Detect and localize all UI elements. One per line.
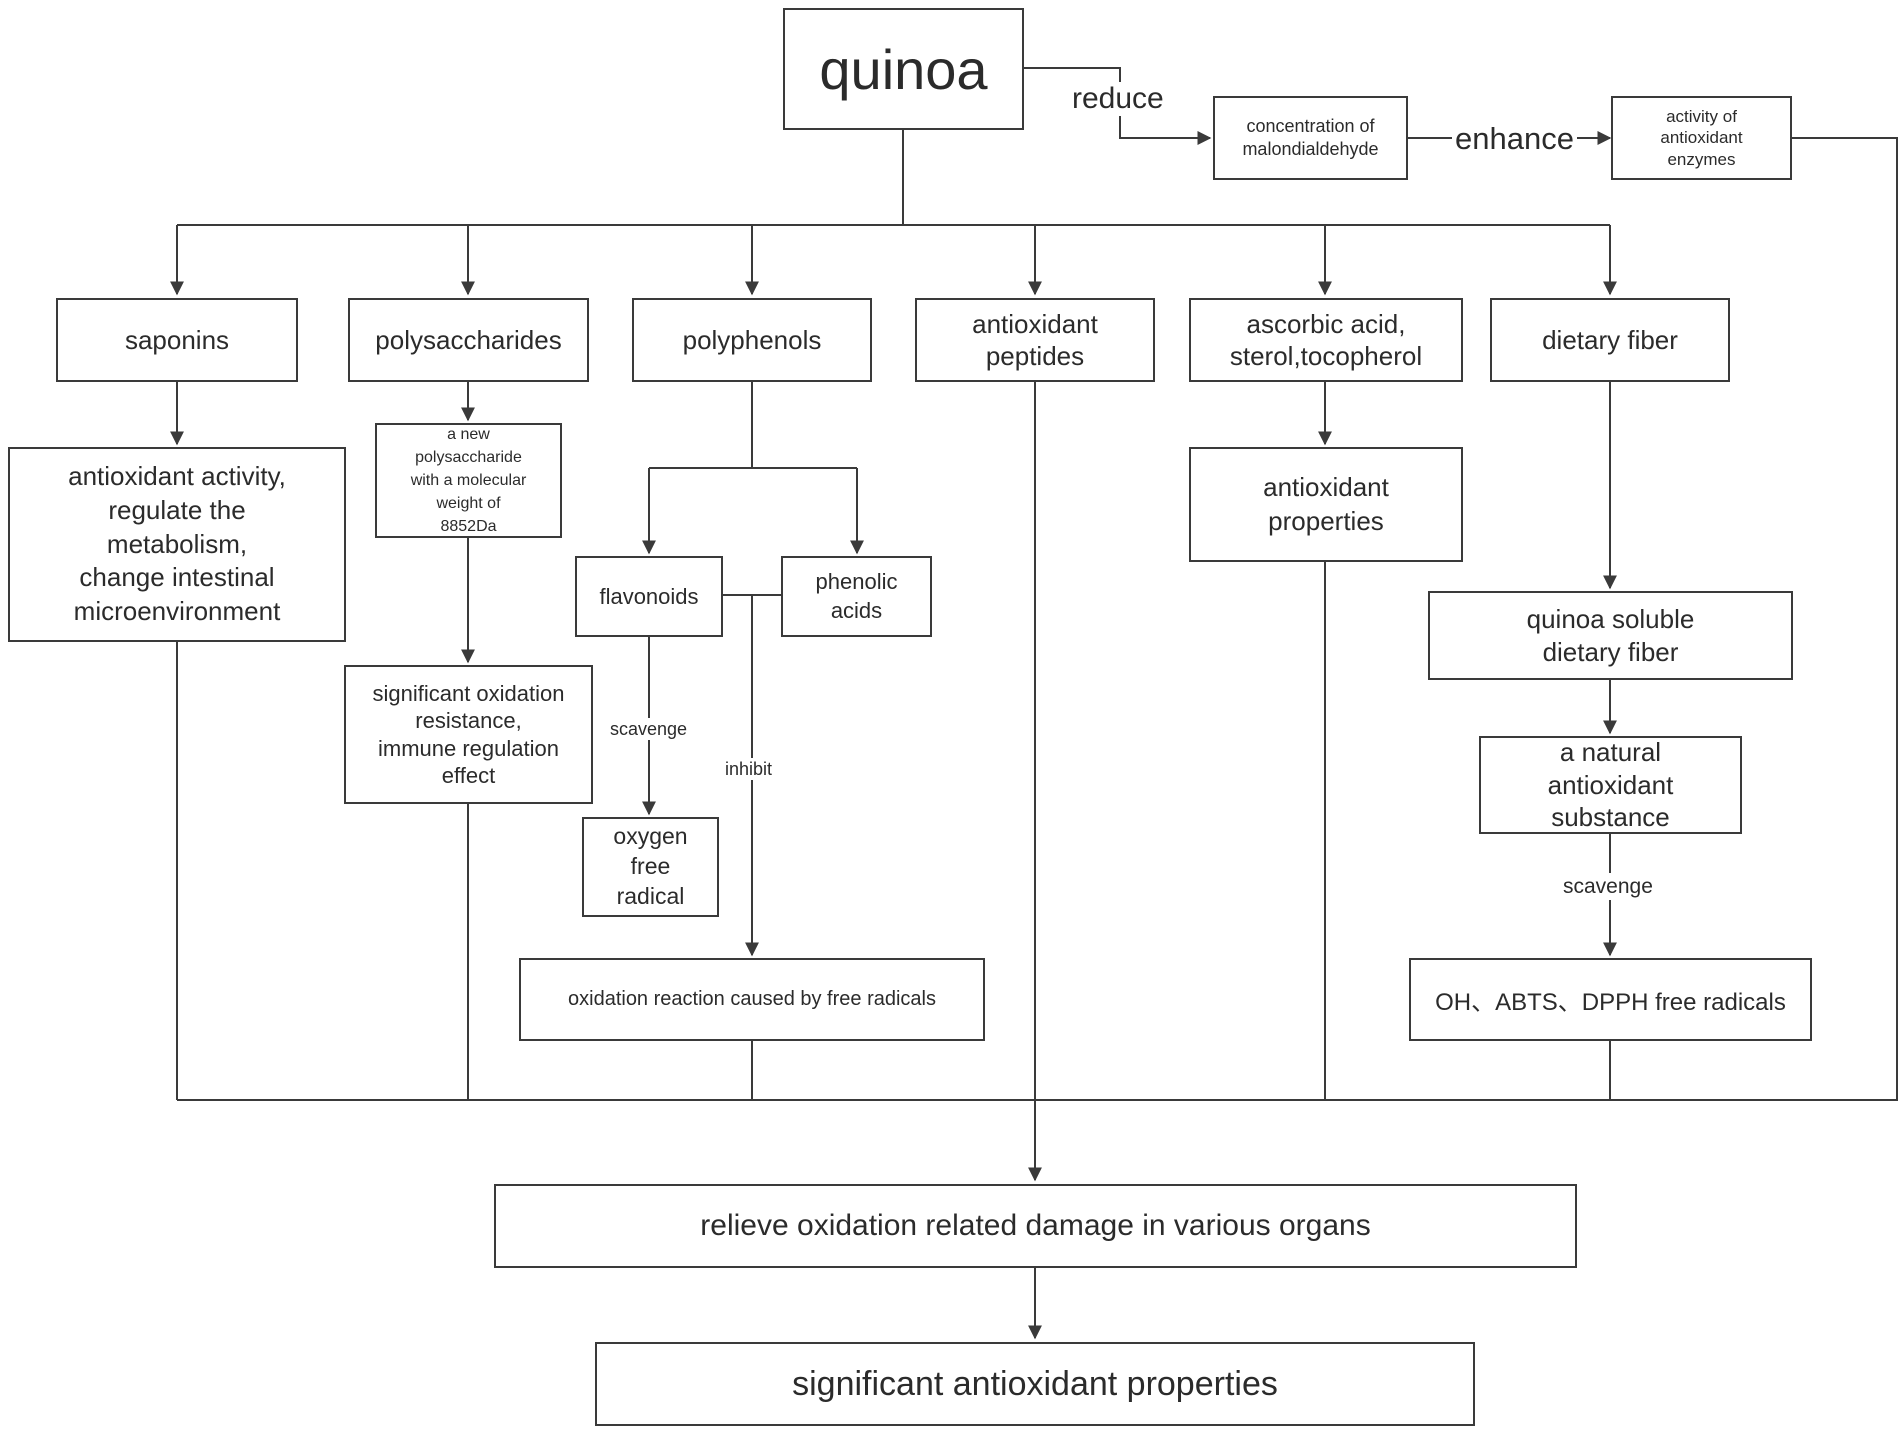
node-saponins-label: saponins <box>124 324 230 355</box>
node-enzymes-label: activity of antioxidant enzymes <box>1660 107 1743 169</box>
node-fiber: dietary fiber <box>1490 298 1730 382</box>
label-scavenge-flavonoids: scavenge <box>607 718 691 740</box>
node-peptides-label: antioxidant peptides <box>972 308 1098 372</box>
node-polysaccharide-effect: significant oxidation resistance, immune… <box>344 665 593 804</box>
node-polyphenols: polyphenols <box>632 298 872 382</box>
node-free-radicals-label: OH、ABTS、DPPH free radicals <box>1435 989 1786 1016</box>
node-new-polysaccharide-label: a new polysaccharide with a molecular we… <box>410 425 527 536</box>
node-oxidation-reaction: oxidation reaction caused by free radica… <box>519 958 985 1041</box>
node-relieve: relieve oxidation related damage in vari… <box>494 1184 1577 1268</box>
label-inhibit: inhibit <box>722 758 776 780</box>
node-free-radicals: OH、ABTS、DPPH free radicals <box>1409 958 1812 1041</box>
node-new-polysaccharide: a new polysaccharide with a molecular we… <box>375 423 562 538</box>
label-enhance: enhance <box>1452 123 1577 154</box>
node-ascorbic-label: ascorbic acid, sterol,tocopherol <box>1229 308 1423 372</box>
node-flavonoids-label: flavonoids <box>599 583 699 609</box>
node-enzymes: activity of antioxidant enzymes <box>1611 96 1792 180</box>
node-oxidation-reaction-label: oxidation reaction caused by free radica… <box>568 988 936 1010</box>
node-ascorbic: ascorbic acid, sterol,tocopherol <box>1189 298 1463 382</box>
node-antioxidant-properties: antioxidant properties <box>1189 447 1463 562</box>
node-saponins-effect: antioxidant activity, regulate the metab… <box>8 447 346 642</box>
node-fiber-label: dietary fiber <box>1542 324 1678 355</box>
node-polyphenols-label: polyphenols <box>682 324 822 355</box>
node-oxygen-radical-label: oxygen free radical <box>613 823 688 909</box>
node-antioxidant-properties-label: antioxidant properties <box>1263 471 1389 536</box>
node-malondialdehyde: concentration of malondialdehyde <box>1213 96 1408 180</box>
node-flavonoids: flavonoids <box>575 556 723 637</box>
node-phenolic-acids: phenolic acids <box>781 556 932 637</box>
node-natural-substance: a natural antioxidant substance <box>1479 736 1742 834</box>
node-saponins: saponins <box>56 298 298 382</box>
node-natural-substance-label: a natural antioxidant substance <box>1547 737 1674 833</box>
label-scavenge-fiber: scavenge <box>1560 873 1656 900</box>
node-quinoa-label: quinoa <box>819 37 988 101</box>
node-polysaccharides-label: polysaccharides <box>375 324 562 355</box>
node-oxygen-radical: oxygen free radical <box>582 817 719 917</box>
node-polysaccharides: polysaccharides <box>348 298 589 382</box>
node-polysaccharide-effect-label: significant oxidation resistance, immune… <box>372 680 565 789</box>
node-significant-label: significant antioxidant properties <box>792 1364 1278 1403</box>
node-relieve-label: relieve oxidation related damage in vari… <box>700 1209 1371 1242</box>
node-saponins-effect-label: antioxidant activity, regulate the metab… <box>68 461 286 627</box>
node-soluble-fiber: quinoa soluble dietary fiber <box>1428 591 1793 680</box>
node-quinoa: quinoa <box>783 8 1024 130</box>
node-peptides: antioxidant peptides <box>915 298 1155 382</box>
node-malondialdehyde-label: concentration of malondialdehyde <box>1242 115 1379 159</box>
node-phenolic-acids-label: phenolic acids <box>815 568 898 623</box>
label-reduce: reduce <box>1070 82 1166 116</box>
node-significant: significant antioxidant properties <box>595 1342 1475 1426</box>
node-soluble-fiber-label: quinoa soluble dietary fiber <box>1526 604 1695 667</box>
